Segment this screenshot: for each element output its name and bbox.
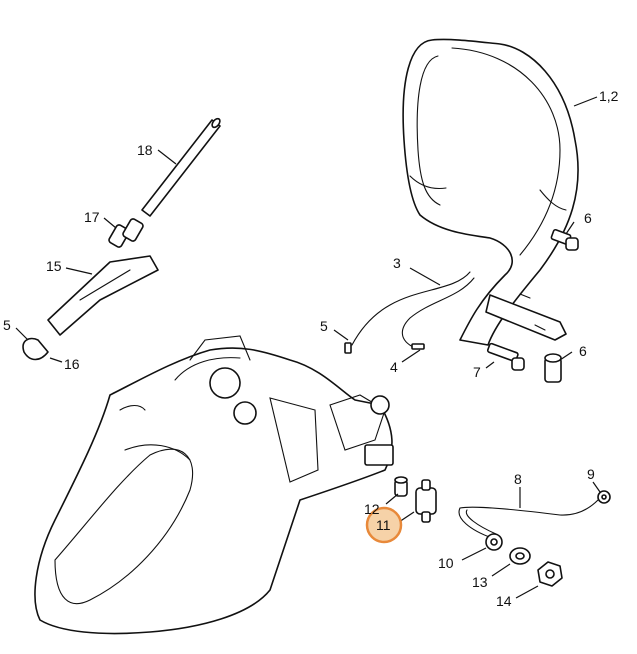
nut-part-14[interactable] (537, 561, 563, 587)
nut-part-6[interactable] (544, 353, 562, 383)
housing-part (34, 335, 394, 635)
callout-16[interactable]: 16 (64, 356, 80, 372)
callout-1-2[interactable]: 1,2 (599, 88, 619, 104)
callout-17[interactable]: 17 (84, 209, 100, 225)
callout-12[interactable]: 12 (364, 501, 380, 517)
callout-8[interactable]: 8 (514, 471, 522, 487)
connector-part-11[interactable] (415, 479, 437, 523)
callout-5-clip[interactable]: 5 (3, 317, 11, 333)
callout-4[interactable]: 4 (390, 359, 398, 375)
screw-part-7[interactable] (486, 342, 525, 371)
callout-14[interactable]: 14 (496, 593, 512, 609)
callout-7[interactable]: 7 (473, 364, 481, 380)
callout-18[interactable]: 18 (137, 142, 153, 158)
highlight-circle (365, 506, 403, 544)
callout-6-lower[interactable]: 6 (579, 343, 587, 359)
callout-5-wire[interactable]: 5 (320, 318, 328, 334)
callout-3[interactable]: 3 (393, 255, 401, 271)
callout-6-upper[interactable]: 6 (584, 210, 592, 226)
callout-13[interactable]: 13 (472, 574, 488, 590)
plate-part-15[interactable] (47, 255, 159, 336)
bolt-part-12[interactable] (394, 476, 408, 497)
wire-harness-part[interactable] (344, 271, 475, 354)
callout-10[interactable]: 10 (438, 555, 454, 571)
cable-part-8[interactable] (458, 490, 611, 551)
washer-part-13[interactable] (509, 547, 531, 565)
rod-part-18[interactable] (141, 117, 221, 217)
callout-9[interactable]: 9 (587, 466, 595, 482)
screw-part-upper[interactable] (550, 228, 579, 251)
sleeve-part-17[interactable] (108, 218, 144, 248)
leader-lines (15, 96, 601, 599)
handlebar-part[interactable] (402, 38, 579, 346)
clip-part-16[interactable] (22, 337, 49, 361)
callout-11[interactable]: 11 (376, 517, 391, 533)
callout-15[interactable]: 15 (46, 258, 62, 274)
